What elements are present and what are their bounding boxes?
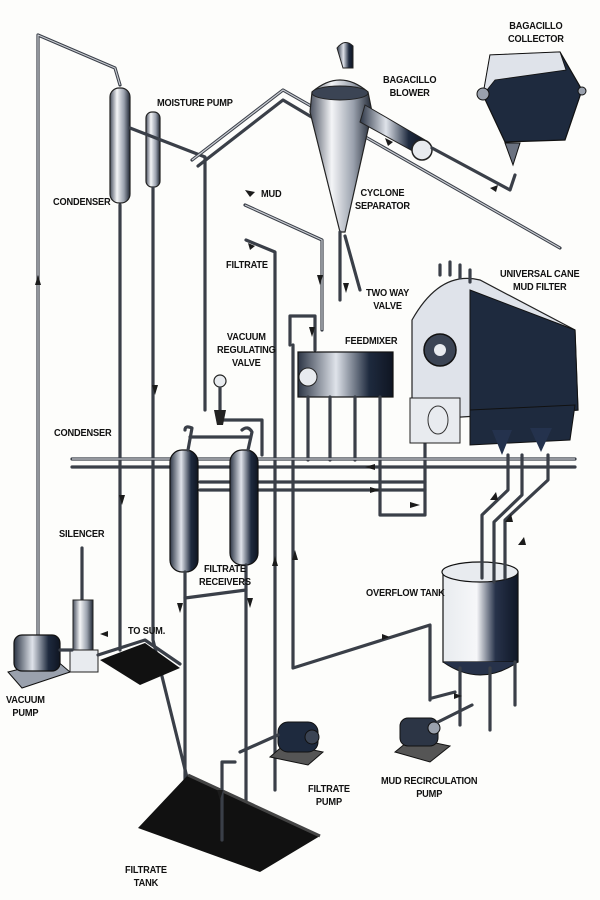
label-moisture-pump: MOISTURE PUMP xyxy=(157,97,233,109)
flow-arrow xyxy=(245,190,255,197)
bagacillo-collector xyxy=(476,51,587,167)
flow-arrows xyxy=(35,138,526,800)
filtrate-receivers xyxy=(169,425,259,842)
label-filtrate-inlet: FILTRATE xyxy=(226,259,268,271)
label-cyclone-separator: CYCLONE SEPARATOR xyxy=(355,187,410,213)
label-bagacillo-blower: BAGACILLO BLOWER xyxy=(383,74,437,100)
label-line: COLLECTOR xyxy=(508,33,564,45)
cyclone-separator xyxy=(309,42,373,302)
flow-arrow xyxy=(370,487,380,493)
label-overflow-tank: OVERFLOW TANK xyxy=(366,587,445,599)
flow-arrow xyxy=(272,556,278,566)
label-line: FILTRATE xyxy=(203,563,246,575)
label-filtrate-receivers: FILTRATE RECEIVERS xyxy=(199,563,251,589)
label-line: RECEIVERS xyxy=(199,576,251,588)
label-vacuum-regulating-valve: VACUUM REGULATING VALVE xyxy=(217,331,276,370)
label-line: MUD FILTER xyxy=(513,281,567,293)
overflow-tank xyxy=(430,453,550,732)
label-line: TWO WAY xyxy=(366,287,410,299)
flow-arrow xyxy=(35,275,41,285)
label-vacuum-pump: VACUUM PUMP xyxy=(6,694,45,720)
filtrate-pump xyxy=(238,721,325,766)
flow-arrow xyxy=(490,492,498,500)
universal-cane-mud-filter xyxy=(409,260,579,455)
label-feedmixer: FEEDMIXER xyxy=(345,335,398,347)
label-line: VACUUM xyxy=(6,694,45,706)
flow-arrow xyxy=(518,537,526,545)
to-sum-tray xyxy=(96,638,182,685)
label-condenser-top: CONDENSER xyxy=(53,196,111,208)
label-line: UNIVERSAL CANE xyxy=(500,268,580,280)
vacuum-regulating-valve xyxy=(188,374,264,457)
mud-inlet-pipe xyxy=(243,203,324,332)
label-line: CYCLONE xyxy=(360,187,405,199)
label-line: PUMP xyxy=(416,788,443,800)
flow-arrow xyxy=(505,514,513,522)
flow-arrow xyxy=(248,243,255,250)
label-line: TANK xyxy=(133,877,159,889)
flow-arrow xyxy=(365,464,375,470)
flow-arrow xyxy=(454,693,462,699)
flow-arrow xyxy=(410,502,420,508)
flow-arrow xyxy=(100,631,108,637)
flow-arrow xyxy=(292,550,298,560)
label-mud-recirculation-pump: MUD RECIRCULATION PUMP xyxy=(381,775,478,801)
flow-arrow xyxy=(317,275,323,285)
filtrate-tank xyxy=(138,760,321,872)
flow-arrow xyxy=(177,603,183,613)
label-filtrate-tank: FILTRATE TANK xyxy=(125,864,167,890)
label-universal-cane-mud-filter: UNIVERSAL CANE MUD FILTER xyxy=(500,268,580,294)
label-bagacillo-collector: BAGACILLO COLLECTOR xyxy=(508,20,564,46)
label-line: VALVE xyxy=(232,357,261,369)
label-two-way-valve: TWO WAY VALVE xyxy=(366,287,409,313)
label-line: BLOWER xyxy=(389,87,430,99)
flow-arrow xyxy=(247,598,253,608)
flow-arrow xyxy=(382,634,390,640)
label-to-sum: TO SUM. xyxy=(128,625,166,637)
silencer xyxy=(69,546,99,673)
feedmixer xyxy=(297,351,427,517)
mud-recirculation-pump xyxy=(393,703,474,763)
label-line: FILTRATE xyxy=(308,783,350,795)
label-silencer: SILENCER xyxy=(59,528,105,540)
vacuum-pump xyxy=(7,634,74,689)
header-pipes xyxy=(70,457,577,492)
flow-arrow xyxy=(152,385,158,395)
bagacillo-blower xyxy=(359,104,517,192)
label-line: REGULATING xyxy=(217,344,276,356)
label-line: VACUUM xyxy=(226,331,266,343)
flow-arrow xyxy=(309,327,315,337)
label-line: PUMP xyxy=(315,796,342,808)
label-line: FILTRATE xyxy=(125,864,167,876)
label-line: SEPARATOR xyxy=(355,200,410,212)
flow-arrow xyxy=(343,283,349,293)
label-line: VALVE xyxy=(373,300,402,312)
flow-arrow xyxy=(490,185,498,192)
label-line: PUMP xyxy=(12,707,39,719)
label-line: BAGACILLO xyxy=(509,20,563,32)
flow-arrow xyxy=(385,138,393,146)
label-line: BAGACILLO xyxy=(383,74,437,86)
filtrate-inlet-pipe xyxy=(244,238,432,792)
condenser-vessel xyxy=(109,87,131,652)
vacuum-line xyxy=(36,33,122,642)
flow-arrow xyxy=(119,495,125,505)
label-filtrate-pump: FILTRATE PUMP xyxy=(308,783,350,809)
flow-arrow xyxy=(217,790,223,800)
label-condenser-mid: CONDENSER xyxy=(54,427,112,439)
label-mud: MUD xyxy=(261,188,282,200)
label-line: MUD RECIRCULATION xyxy=(381,775,478,787)
